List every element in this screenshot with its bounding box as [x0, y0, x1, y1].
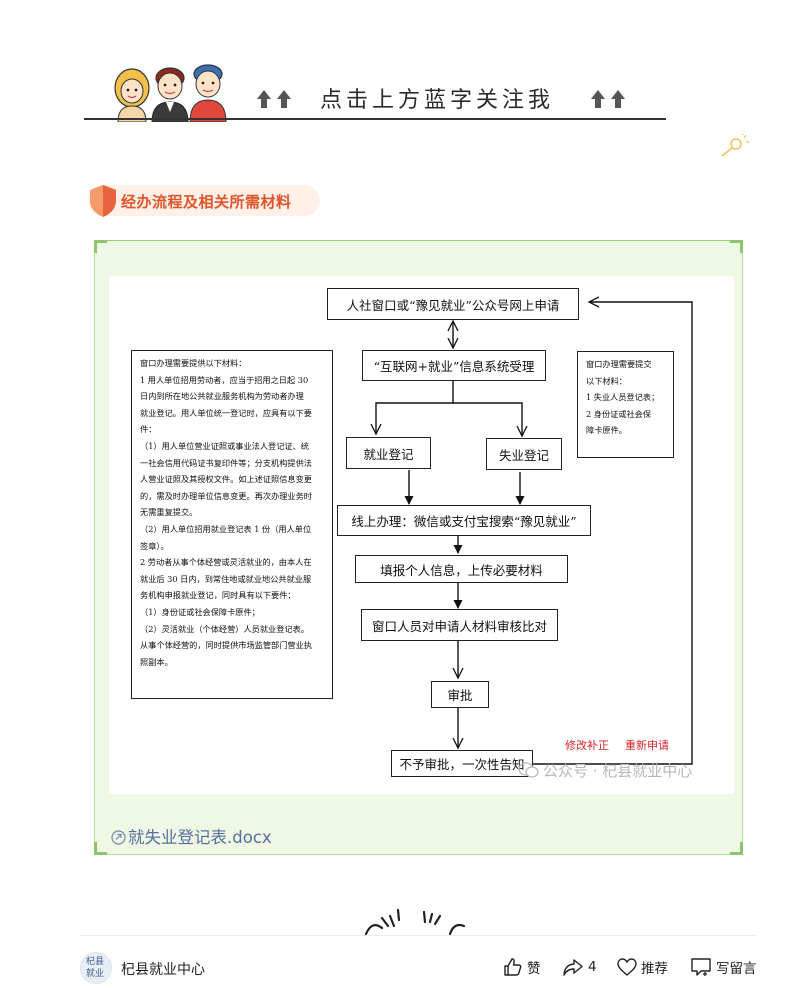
- double-up-arrow-icon: [591, 90, 625, 108]
- heart-icon: [617, 958, 637, 976]
- flow-node-system: “互联网+就业”信息系统受理: [362, 350, 546, 381]
- comment-label: 写留言: [716, 961, 757, 977]
- bottom-decoration: [364, 908, 466, 936]
- like-label: 赞: [527, 961, 541, 977]
- red-label-correct: 修改补正: [565, 739, 609, 752]
- window-materials-note-line: 2 劳动者从事个体经营或灵活就业的，由本人在: [140, 557, 312, 568]
- watermark-text: 公众号 · 杞县就业中心: [543, 762, 693, 780]
- shield-icon: [90, 185, 116, 217]
- account-name[interactable]: 杞县就业中心: [121, 962, 205, 978]
- banner-title: 点击上方蓝字关注我: [320, 88, 555, 113]
- like-button[interactable]: 赞: [503, 957, 541, 977]
- double-up-arrow-icon: [257, 90, 291, 108]
- comment-icon: [691, 958, 711, 976]
- flow-node-review: 窗口人员对申请人材料审核比对: [361, 609, 558, 641]
- article-footer-bar: 杞县 就业 杞县就业中心 赞 4 推荐 写留言: [80, 948, 757, 988]
- cartoon-people-illustration: [114, 64, 227, 122]
- attachment-filename[interactable]: 就失业登记表.docx: [128, 828, 272, 847]
- window-materials-note-line: 1 用人单位招用劳动者，应当于招用之日起 30: [140, 374, 309, 385]
- window-materials-note-line: 的，需及时办理单位信息变更。再次办理业务时: [140, 490, 312, 501]
- window-materials-note-line: （2）用人单位招用就业登记表 1 份（用人单位: [140, 523, 312, 534]
- window-materials-note-line: 就业后 30 日内，到常住地或就业地公共就业服: [140, 573, 312, 584]
- recommend-label: 推荐: [641, 961, 668, 977]
- window-materials-note-line: 日内到所在地公共就业服务机构为劳动者办理: [140, 391, 304, 402]
- comment-button[interactable]: 写留言: [690, 957, 757, 977]
- window-materials-note-line: 从事个体经营的，同时提供市场监管部门营业执: [140, 640, 312, 651]
- unemployment-materials-note-line: 2 身份证或社会保: [586, 408, 652, 419]
- window-materials-note-line: 人营业证照及其授权文件。如上述证照信息变更: [140, 474, 312, 485]
- share-button[interactable]: 4: [562, 957, 597, 977]
- window-materials-note-line: 就业登记。用人单位统一登记时，应具有以下要: [140, 407, 312, 418]
- window-materials-note: 窗口办理需要提供以下材料： 1 用人单位招用劳动者，应当于招用之日起 30 日内到所…: [131, 350, 333, 699]
- window-materials-note-line: 无需重复提交。: [140, 507, 198, 518]
- window-materials-note-line: 窗口办理需要提供以下材料：: [140, 358, 247, 368]
- window-materials-note-line: 件：: [140, 424, 157, 435]
- flow-node-approve: 审批: [431, 681, 489, 708]
- unemployment-materials-note-line: 以下材料：: [586, 375, 627, 386]
- window-materials-note-line: 签章）。: [140, 540, 169, 551]
- window-materials-note-line: （1）用人单位营业证照或事业法人登记证、统: [140, 440, 309, 451]
- window-materials-note-line: （2）灵活就业（个体经营）人员就业登记表。: [140, 623, 309, 634]
- attachment-link[interactable]: 就失业登记表.docx: [111, 824, 272, 848]
- avatar-text-bottom: 就业: [86, 969, 105, 979]
- flow-node-fill-info: 填报个人信息，上传必要材料: [355, 555, 568, 583]
- follow-banner: 点击上方蓝字关注我: [84, 56, 666, 122]
- flow-node-reject: 不予审批，一次性告知: [391, 750, 533, 777]
- flow-node-unemployment: 失业登记: [486, 438, 562, 470]
- red-label-reapply: 重新申请: [625, 739, 669, 752]
- avatar[interactable]: 杞县 就业: [80, 952, 112, 984]
- thumbs-up-icon: [504, 958, 522, 976]
- unemployment-materials-note-line: 窗口办理需要提交: [586, 359, 652, 369]
- banner-underline: [84, 118, 666, 120]
- unemployment-materials-note-line: 障卡原件。: [586, 425, 627, 436]
- avatar-text-top: 杞县: [86, 957, 105, 967]
- window-materials-note-line: 一社会信用代码证书复印件等；分支机构提供法: [140, 457, 312, 468]
- footer-divider: [80, 935, 757, 936]
- watermark: 公众号 · 杞县就业中心: [518, 760, 692, 781]
- sparkle-decoration-icon: [721, 134, 749, 157]
- wechat-icon: [518, 762, 539, 778]
- flow-node-employment: 就业登记: [346, 437, 431, 469]
- window-materials-note-line: （1）身份证或社会保障卡原件；: [140, 606, 260, 617]
- share-count: 4: [588, 959, 597, 975]
- share-icon: [563, 959, 583, 976]
- window-materials-note-line: 务机构申报就业登记，同时具有以下要件：: [140, 590, 296, 601]
- section-title: 经办流程及相关所需材料: [121, 193, 292, 211]
- flow-node-apply: 人社窗口或“豫见就业”公众号网上申请: [327, 288, 579, 320]
- unemployment-materials-note-line: 1 失业人员登记表；: [586, 392, 660, 403]
- flow-node-online: 线上办理：微信或支付宝搜索“豫见就业”: [337, 505, 591, 536]
- unemployment-materials-note: 窗口办理需要提交以下材料： 1 失业人员登记表； 2 身份证或社会保障卡原件。: [577, 351, 674, 458]
- recommend-button[interactable]: 推荐: [617, 957, 668, 977]
- section-heading: 经办流程及相关所需材料: [88, 185, 320, 217]
- link-icon: [111, 830, 126, 845]
- window-materials-note-line: 照副本。: [140, 656, 173, 667]
